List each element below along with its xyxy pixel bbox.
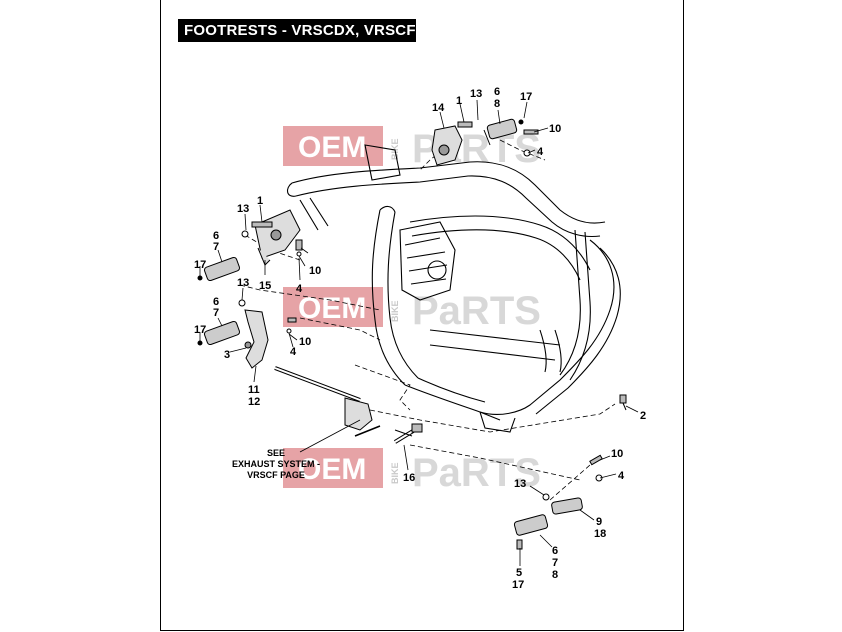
callout-7: 7 [552,557,558,569]
callout-6: 6 [552,545,558,557]
callout-4: 4 [537,146,544,158]
note-line-2: EXHAUST SYSTEM - [232,459,320,469]
watermark-oem-badge [283,448,383,488]
callout-15: 15 [259,280,271,292]
callout-9: 9 [596,516,602,528]
callout-7: 7 [213,241,219,253]
callout-17: 17 [520,91,532,103]
frame-drawing [287,144,621,433]
callout-18: 18 [594,528,606,540]
callout-11: 11 [248,384,260,396]
page-title: FOOTRESTS - VRSCDX, VRSCF [178,19,416,42]
exhaust-note: SEE EXHAUST SYSTEM - VRSCF PAGE [232,419,361,480]
watermark-parts-text: PaRTS [412,289,541,333]
callout-10: 10 [549,123,561,135]
bolt-2 [619,394,627,411]
watermark-bike-text: BIKE [390,138,400,160]
callout-4: 4 [618,470,625,482]
watermark-bike-text: BIKE [390,300,400,322]
callout-4: 4 [296,283,303,295]
watermark-oem-text: OEM [298,453,366,486]
callout-17: 17 [512,579,524,591]
watermark-bike-text: BIKE [390,462,400,484]
watermark-parts-text: PaRTS [412,127,541,171]
callout-4: 4 [290,346,297,358]
callout-5: 5 [516,567,522,579]
callout-1: 1 [257,195,263,207]
callout-13: 13 [237,277,249,289]
callout-13: 13 [514,478,526,490]
callout-8: 8 [494,98,500,110]
callout-1: 1 [456,95,462,107]
callout-8: 8 [552,569,558,581]
watermark-3: OEM BIKE PaRTS [283,448,541,495]
callout-13: 13 [237,203,249,215]
lower-right-footrest-assembly [513,454,603,550]
callout-14: 14 [432,102,445,114]
callout-leaders [199,99,639,566]
callout-3: 3 [224,349,230,361]
watermark-oem-badge [283,126,383,166]
bolt-16 [393,423,423,444]
callout-17: 17 [194,324,206,336]
callout-17: 17 [194,259,206,271]
callout-12: 12 [248,396,260,408]
callout-13: 13 [470,88,482,100]
callout-10: 10 [611,448,623,460]
upper-right-footrest-assembly [431,118,539,166]
watermark-2: OEM BIKE PaRTS [283,287,541,333]
left-lower-footrest-assembly [197,299,381,437]
callout-7: 7 [213,307,219,319]
callout-6: 6 [494,86,500,98]
note-line-3: VRSCF PAGE [247,470,305,480]
callout-2: 2 [640,410,646,422]
watermark-oem-text: OEM [298,131,366,164]
callout-labels: 14 1 13 6 8 17 10 4 13 1 6 7 17 15 10 4 … [194,86,646,591]
callout-16: 16 [403,472,415,484]
callout-10: 10 [299,336,311,348]
watermark-1: OEM BIKE PaRTS [283,126,541,171]
callout-10: 10 [309,265,321,277]
callout-6: 6 [213,296,219,308]
note-line-1: SEE [267,448,285,458]
watermark-parts-text: PaRTS [412,451,541,495]
callout-6: 6 [213,230,219,242]
left-upper-footrest-assembly [197,209,303,282]
